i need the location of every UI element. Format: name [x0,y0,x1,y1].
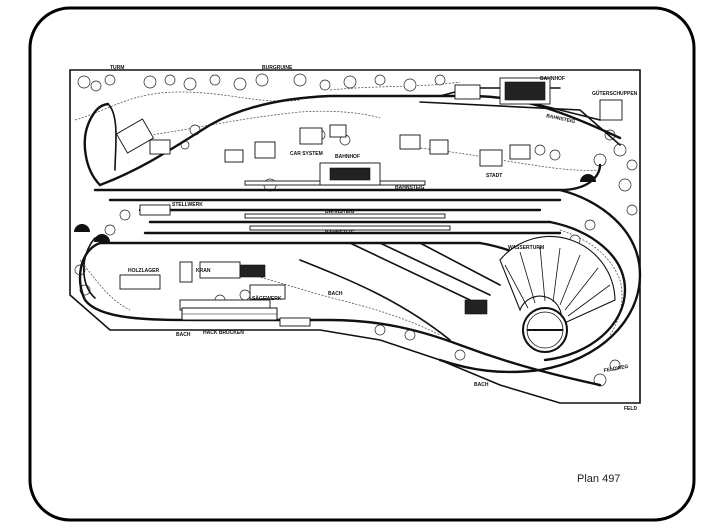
label-bahnsteig-1: BAHNSTEIG [395,185,425,191]
label-saegewerk: SÄGEWERK [252,295,282,302]
label-kran: KRAN [196,268,211,274]
label-feldweg: FELDWEG [603,364,629,374]
label-bach-3: BACH [474,382,489,388]
track-plan-drawing [69,69,642,404]
label-feld: FELD [624,406,637,412]
label-holzlager: HOLZLAGER [128,268,159,274]
label-bach-1: BACH [328,291,343,297]
turntable-roundhouse [499,235,616,353]
label-car-system: CAR SYSTEM [290,151,323,157]
plan-labels: TURM BURGRUINE BAHNHOF GÜTERSCHUPPEN BAH… [110,65,638,412]
tunnel-portals [74,174,596,242]
label-hack-bruecken: HACK BRÜCKEN [203,329,244,336]
buildings [115,77,623,327]
platform [249,225,451,231]
label-bahnsteig-2: BAHNSTEIG [325,209,355,215]
label-wasserturm: WASSERTURM [508,245,544,251]
label-bahnhof-mid: BAHNHOF [335,154,360,160]
label-bahnsteig-3: BAHNSTEIG [325,230,355,236]
label-bach-2: BACH [176,332,191,338]
label-gueterschuppen: GÜTERSCHUPPEN [592,90,638,97]
label-turm: TURM [110,65,124,71]
label-bahnhof-top: BAHNHOF [540,76,565,82]
label-stadt: STADT [486,173,502,179]
label-stellwerk: STELLWERK [172,202,203,208]
label-burgruine: BURGRUINE [262,65,293,71]
platform [244,213,446,219]
bridge [181,307,278,321]
plan-caption: Plan 497 [577,473,620,485]
